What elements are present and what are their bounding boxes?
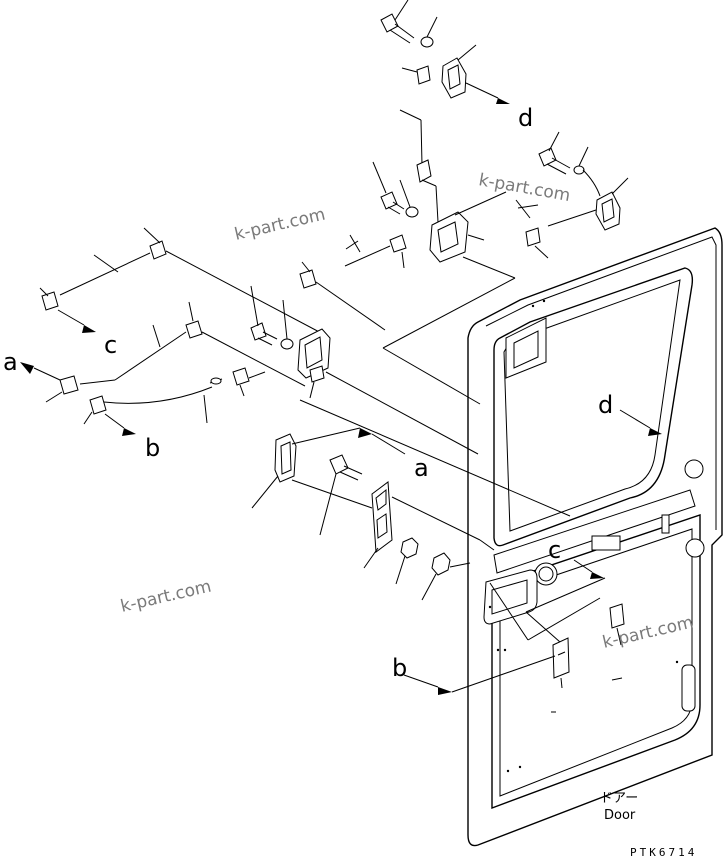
watermark-upper-left: k-part.com bbox=[233, 205, 328, 245]
ref-letter-c-door: c bbox=[548, 536, 561, 564]
door-caption-jp: ドアー bbox=[600, 791, 638, 806]
ref-letter-a-left: a bbox=[3, 348, 18, 376]
watermark-lower-left: k-part.com bbox=[119, 577, 214, 617]
latch-bracket-mid bbox=[344, 159, 516, 405]
door-panel bbox=[467, 227, 723, 847]
ref-letter-b-left: b bbox=[145, 434, 160, 462]
striker-assembly bbox=[251, 427, 495, 601]
drawing-code: PTK6714 bbox=[630, 846, 697, 859]
lock-mechanism-left bbox=[20, 227, 571, 517]
reference-leaders bbox=[403, 409, 662, 695]
ref-letter-c-left: c bbox=[104, 331, 117, 359]
watermark-top-right: k-part.com bbox=[477, 170, 572, 206]
ref-letter-b-bottom: b bbox=[392, 654, 407, 682]
ref-letter-d-top: d bbox=[518, 104, 533, 132]
ref-letter-a-mid: a bbox=[414, 454, 429, 482]
ref-letter-d-door: d bbox=[598, 391, 613, 419]
hinge-assembly-top bbox=[380, 0, 510, 166]
door-caption-en: Door bbox=[604, 808, 636, 823]
hinge-assembly-right bbox=[515, 131, 629, 259]
